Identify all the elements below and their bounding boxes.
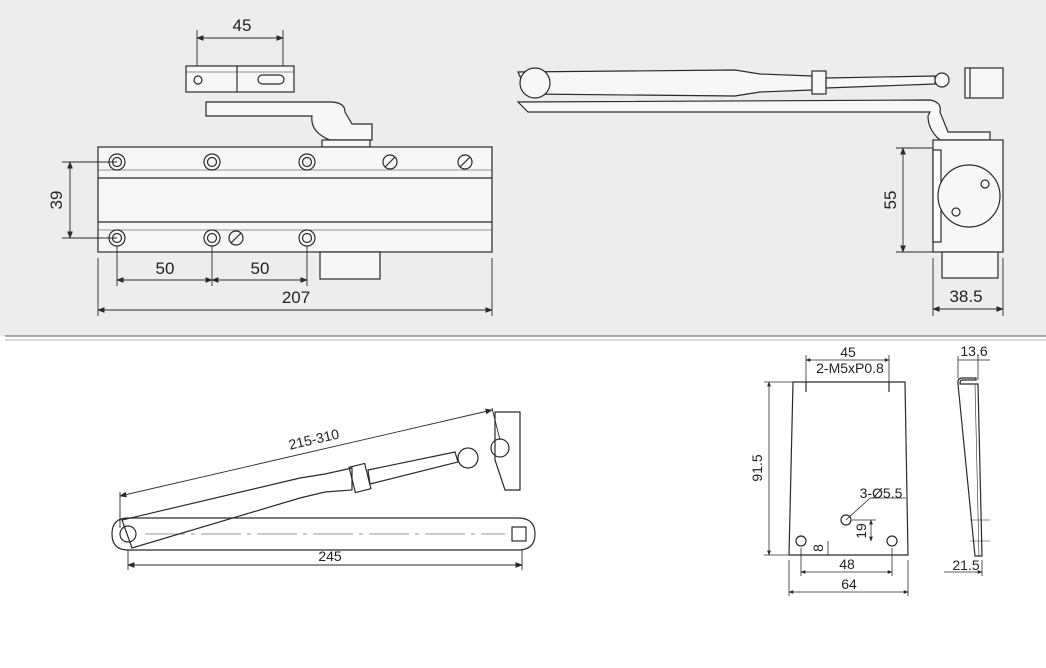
front-view-dimensions <box>62 30 493 316</box>
bracket-hole-center <box>840 514 852 526</box>
side-view-dimensions <box>896 147 1004 316</box>
rod-joint <box>934 72 950 88</box>
dim-hole-pitch-left: 50 <box>156 259 175 278</box>
dim-bracket-height: 91.5 <box>749 454 765 481</box>
adjustment-screws <box>228 154 473 246</box>
dim-bracket-top-width: 45 <box>840 344 856 360</box>
adjust-nut <box>811 70 827 95</box>
bracket-hole-right <box>886 535 898 547</box>
arm-slot <box>257 74 285 85</box>
dim-bracket-top-depth: 13.6 <box>960 343 987 359</box>
dim-hole-pitch: 48 <box>839 556 855 572</box>
bracket-profile <box>957 377 983 557</box>
closer-body <box>97 146 493 253</box>
angled-rod-joint <box>457 447 479 469</box>
dim-arm-width: 45 <box>233 16 252 35</box>
bracket-front-view <box>788 381 909 556</box>
spindle-square <box>511 526 527 542</box>
spindle-base <box>321 139 371 148</box>
dim-bracket-base-depth: 21.5 <box>952 557 979 573</box>
shoe-plate <box>494 411 521 491</box>
dim-body-height: 39 <box>47 191 66 210</box>
lower-link <box>111 517 536 551</box>
adjust-rod <box>825 75 936 89</box>
arm-plate <box>185 65 295 93</box>
angled-arm <box>121 467 353 549</box>
bracket-front-dimensions <box>764 355 909 596</box>
shoe-bracket <box>964 67 1004 99</box>
dim-overall-length: 207 <box>282 288 310 307</box>
dim-hole-vertical: 19 <box>853 523 869 539</box>
arm-view-dimensions <box>119 407 523 570</box>
dim-side-height: 55 <box>881 191 900 210</box>
link-pivot <box>119 525 137 543</box>
body-end-hole <box>980 179 990 189</box>
body-end-hole <box>951 207 961 217</box>
dim-thread-spec: 2-M5xP0.8 <box>816 360 884 376</box>
dim-arm-length: 245 <box>318 548 342 564</box>
angled-rod <box>367 451 459 485</box>
shoe-hole <box>490 438 510 458</box>
dim-hole-spec: 3-Ø5.5 <box>860 485 903 501</box>
closer-front-view <box>97 65 493 280</box>
main-arm <box>517 69 813 97</box>
bracket-side-dimensions <box>944 356 990 576</box>
closer-side-view <box>516 67 1004 279</box>
body-end-circle <box>937 164 1001 228</box>
bracket-side-view <box>957 377 990 557</box>
dim-side-depth: 38.5 <box>949 287 982 306</box>
dim-bracket-base-width: 64 <box>841 576 857 592</box>
arm-hole <box>193 75 203 85</box>
dim-hole-pitch-right: 50 <box>251 259 270 278</box>
body-end-valve <box>941 251 999 279</box>
bracket-plate <box>788 381 909 556</box>
dim-hole-offset: 8 <box>810 544 826 552</box>
bent-arm <box>205 101 373 141</box>
dim-rod-length: 215-310 <box>287 426 341 453</box>
valve-housing <box>319 251 381 280</box>
bracket-hole-left <box>795 535 807 547</box>
arm-pivot <box>519 67 551 99</box>
